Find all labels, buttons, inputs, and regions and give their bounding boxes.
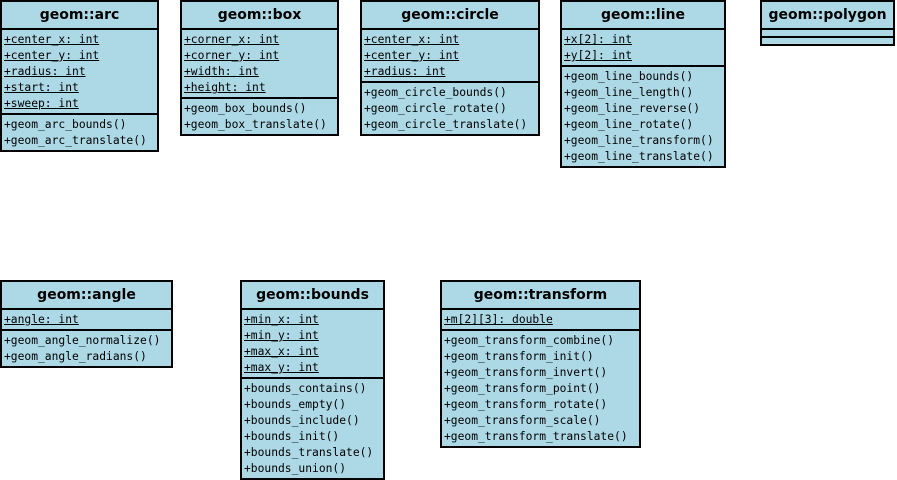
class-box-box: geom::box +corner_x: int+corner_y: int+w… (180, 0, 339, 136)
operation-row: +geom_line_rotate() (564, 118, 694, 131)
class-box-circle: geom::circle +center_x: int+center_y: in… (360, 0, 540, 136)
operation-row: +geom_arc_translate() (4, 134, 147, 147)
attributes-compartment: +x[2]: int +y[2]: int (562, 30, 724, 67)
operation-row: +geom_angle_radians() (4, 350, 147, 363)
operation-row: +geom_angle_normalize() (4, 334, 161, 347)
operation-row: +bounds_translate() (244, 446, 374, 459)
attribute-row: +y[2]: int (564, 49, 633, 62)
attribute-row: +angle: int (4, 313, 79, 326)
operation-row: +geom_line_translate() (564, 150, 714, 163)
operation-row: +geom_line_bounds() (564, 70, 694, 83)
operation-row: +geom_box_bounds() (184, 102, 307, 115)
attribute-row: +corner_x: int (184, 33, 280, 46)
class-box-line: geom::line +x[2]: int+y[2]: int +geom_li… (560, 0, 726, 168)
attribute-row: +sweep: int (4, 97, 79, 110)
attribute-row: +max_y: int (244, 361, 319, 374)
operations-compartment: +geom_circle_bounds() +geom_circle_rotate… (362, 83, 538, 134)
operation-row: +geom_circle_translate() (364, 118, 528, 131)
attribute-row: +min_x: int (244, 313, 319, 326)
attribute-row: +height: int (184, 81, 266, 94)
attribute-row: +center_y: int (4, 49, 100, 62)
operations-compartment: +geom_arc_bounds() +geom_arc_translate() (2, 115, 157, 150)
operation-row: +bounds_contains() (244, 382, 367, 395)
attribute-row: +center_x: int (4, 33, 100, 46)
operation-row: +geom_transform_invert() (444, 366, 608, 379)
operation-row: +geom_transform_init() (444, 350, 594, 363)
attributes-compartment: +m[2][3]: double (442, 310, 639, 331)
operation-row: +geom_box_translate() (184, 118, 327, 131)
attribute-row: +width: int (184, 65, 259, 78)
attributes-compartment: +corner_x: int +corner_y: int +width: int +… (182, 30, 337, 99)
class-title: geom::circle (362, 2, 538, 30)
operation-row: +bounds_include() (244, 414, 360, 427)
operation-row: +geom_transform_scale() (444, 414, 601, 427)
attribute-row: +max_x: int (244, 345, 319, 358)
operations-compartment (762, 38, 893, 44)
operation-row: +geom_transform_translate() (444, 430, 628, 443)
operation-row: +geom_line_reverse() (564, 102, 701, 115)
operation-row: +geom_line_length() (564, 86, 694, 99)
attributes-compartment: +center_x: int +center_y: int +radius: int… (2, 30, 157, 115)
attributes-compartment (762, 30, 893, 38)
class-title: geom::angle (2, 282, 171, 310)
attribute-row: +x[2]: int (564, 33, 633, 46)
attribute-row: +radius: int (4, 65, 86, 78)
class-box-angle: geom::angle +angle: int +geom_angle_norm… (0, 280, 173, 368)
attribute-row: +min_y: int (244, 329, 319, 342)
operation-row: +geom_transform_combine() (444, 334, 615, 347)
attribute-row: +m[2][3]: double (444, 313, 553, 326)
class-box-transform: geom::transform +m[2][3]: double +geom_t… (440, 280, 641, 448)
operation-row: +geom_circle_rotate() (364, 102, 507, 115)
attributes-compartment: +center_x: int +center_y: int +radius: int (362, 30, 538, 83)
operation-row: +geom_circle_bounds() (364, 86, 507, 99)
operation-row: +bounds_init() (244, 430, 340, 443)
operations-compartment: +geom_transform_combine() +geom_transform… (442, 331, 639, 446)
class-title: geom::line (562, 2, 724, 30)
attribute-row: +start: int (4, 81, 79, 94)
attributes-compartment: +angle: int (2, 310, 171, 331)
operations-compartment: +geom_angle_normalize() +geom_angle_radia… (2, 331, 171, 366)
operation-row: +bounds_empty() (244, 398, 347, 411)
class-title: geom::polygon (762, 2, 893, 30)
class-box-arc: geom::arc +center_x: int+center_y: int+r… (0, 0, 159, 152)
class-title: geom::box (182, 2, 337, 30)
attribute-row: +radius: int (364, 65, 446, 78)
attribute-row: +center_x: int (364, 33, 460, 46)
operation-row: +bounds_union() (244, 462, 347, 475)
operation-row: +geom_transform_point() (444, 382, 601, 395)
operation-row: +geom_arc_bounds() (4, 118, 127, 131)
operations-compartment: +geom_box_bounds() +geom_box_translate() (182, 99, 337, 134)
class-title: geom::bounds (242, 282, 383, 310)
operation-row: +geom_line_transform() (564, 134, 714, 147)
attribute-row: +center_y: int (364, 49, 460, 62)
class-box-bounds: geom::bounds +min_x: int+min_y: int+max_… (240, 280, 385, 480)
operations-compartment: +bounds_contains() +bounds_empty() +bounds… (242, 379, 383, 478)
operation-row: +geom_transform_rotate() (444, 398, 608, 411)
class-title: geom::arc (2, 2, 157, 30)
class-title: geom::transform (442, 282, 639, 310)
class-box-polygon: geom::polygon (760, 0, 895, 46)
attributes-compartment: +min_x: int +min_y: int +max_x: int +max_y:… (242, 310, 383, 379)
attribute-row: +corner_y: int (184, 49, 280, 62)
operations-compartment: +geom_line_bounds() +geom_line_length() +g… (562, 67, 724, 166)
